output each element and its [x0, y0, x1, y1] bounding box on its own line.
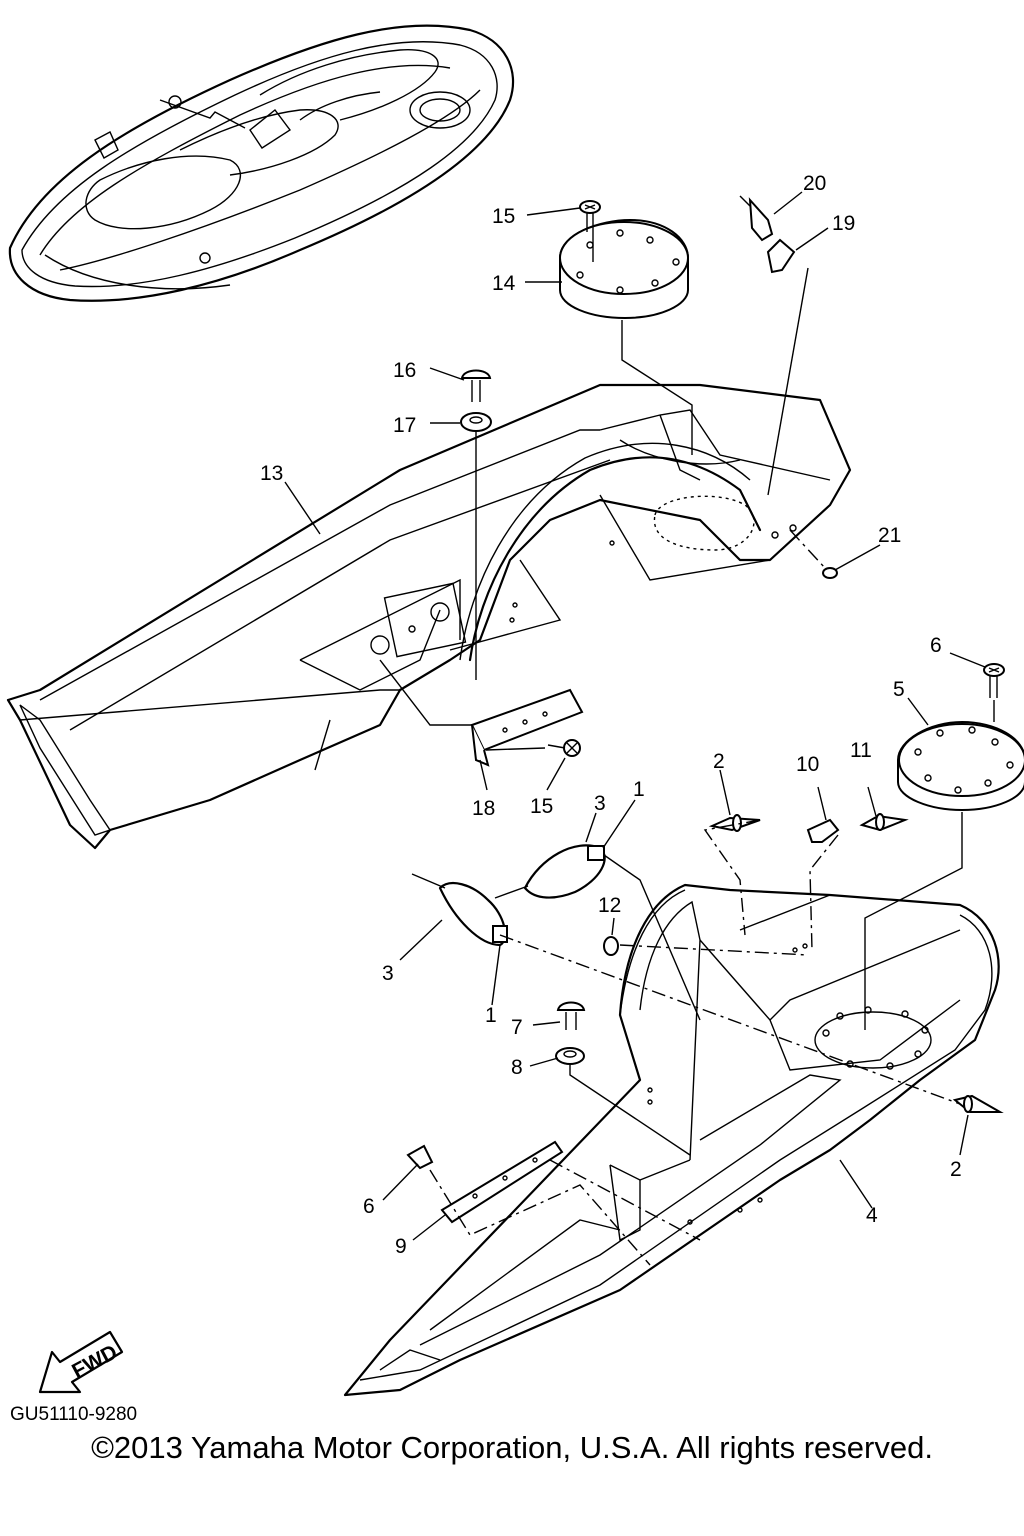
bracket-part-18 — [470, 688, 584, 767]
callout-4: 4 — [866, 1204, 878, 1227]
screw-part-15-top — [579, 200, 601, 232]
callout-10: 10 — [796, 753, 819, 776]
forward-direction-arrow: FWD — [38, 1330, 124, 1394]
rivet-part-2-lower — [952, 1094, 1004, 1113]
callout-6-right: 6 — [930, 634, 942, 657]
callout-1-upper: 1 — [633, 778, 645, 801]
callout-18: 18 — [472, 797, 495, 820]
callout-12: 12 — [598, 894, 621, 917]
hose-clamp-part-3-upper — [494, 844, 606, 899]
callout-16: 16 — [393, 359, 416, 382]
inspection-cover-part-5 — [897, 720, 1024, 812]
callout-14: 14 — [492, 272, 516, 295]
rivet-part-2-upper — [708, 814, 761, 832]
callout-9: 9 — [395, 1235, 407, 1258]
diagram-code: GU51110-9280 — [10, 1404, 138, 1425]
callout-8: 8 — [511, 1056, 523, 1079]
callout-11: 11 — [850, 739, 872, 762]
callout-20: 20 — [803, 172, 826, 195]
callout-17: 17 — [393, 414, 416, 437]
callout-5: 5 — [893, 678, 905, 701]
upper-liner-part-13 — [6, 383, 852, 850]
screw-part-6-lower — [406, 1144, 434, 1170]
lower-liner-part-4 — [343, 883, 1000, 1397]
callout-15-lower: 15 — [530, 795, 553, 818]
callout-7: 7 — [511, 1016, 523, 1039]
callout-15-top: 15 — [492, 205, 515, 228]
grommet-part-21 — [822, 567, 838, 579]
washer-part-8 — [555, 1047, 585, 1065]
washer-part-17 — [460, 412, 492, 432]
grommet-part-12 — [603, 936, 619, 956]
callout-2-lower: 2 — [950, 1158, 962, 1181]
rivet-part-16 — [460, 369, 492, 402]
callout-labels: 15 14 20 19 16 17 13 21 18 15 6 5 2 10 1… — [260, 172, 962, 1258]
callout-13: 13 — [260, 462, 283, 485]
rivet-part-20 — [739, 195, 774, 242]
screw-part-6-right — [983, 663, 1005, 698]
copyright-notice: ©2013 Yamaha Motor Corporation, U.S.A. A… — [91, 1430, 933, 1465]
callout-19: 19 — [832, 212, 855, 235]
callout-2-upper: 2 — [713, 750, 725, 773]
leader-lines — [284, 191, 995, 1266]
rivet-part-11 — [859, 813, 909, 832]
fwd-label: FWD — [68, 1340, 121, 1383]
clip-part-19 — [766, 238, 796, 274]
bracket-part-9 — [440, 1140, 564, 1224]
clip-part-10 — [806, 818, 840, 843]
hose-clamp-part-3-lower — [411, 873, 508, 947]
callout-3-lower: 3 — [382, 962, 394, 985]
rivet-part-7 — [556, 1001, 586, 1030]
watercraft-overview-illustration — [8, 24, 515, 302]
callout-3-upper: 3 — [594, 792, 606, 815]
inspection-cover-part-14 — [559, 218, 689, 320]
screw-part-15-lower — [547, 739, 581, 757]
callout-21: 21 — [878, 524, 901, 547]
callout-1-lower: 1 — [485, 1004, 497, 1027]
callout-6-lower: 6 — [363, 1195, 375, 1218]
